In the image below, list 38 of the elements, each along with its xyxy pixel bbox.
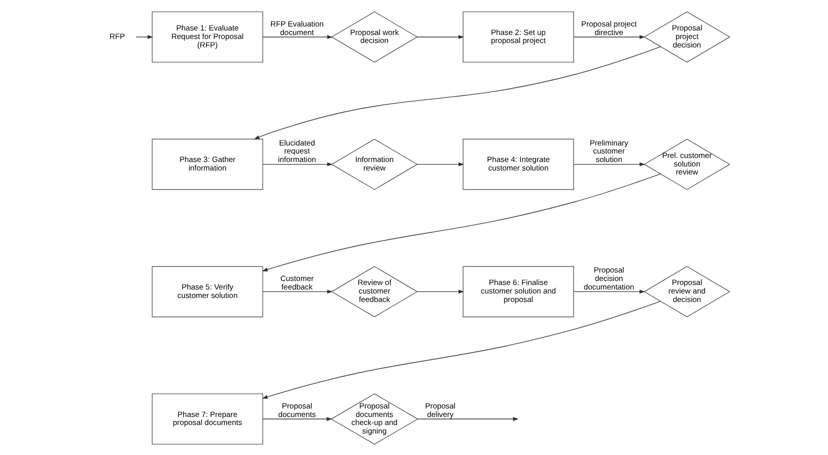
arrow xyxy=(416,34,464,38)
arrow xyxy=(417,416,519,420)
edge-label: Proposal decision documentation xyxy=(584,265,634,291)
node-box: Phase 7: Prepare proposal documents xyxy=(152,392,264,444)
node-diamond: Prel. customer solution review xyxy=(644,138,730,190)
arrow xyxy=(136,34,154,38)
node-box: Phase 2: Set up proposal project xyxy=(462,10,574,62)
node-box: Phase 6: Finalise customer solution and proposal xyxy=(462,266,574,317)
arrow xyxy=(254,46,661,139)
edge-label: Preliminary customer solution xyxy=(590,138,628,164)
arrow xyxy=(573,34,646,38)
node-diamond: Review of customer feedback xyxy=(331,266,418,317)
edge-label: Proposal documents xyxy=(278,400,316,418)
edge-label: Elucidated request information xyxy=(278,138,316,164)
edge-label: RFP Evaluation document xyxy=(270,18,324,36)
edge-label: Proposal delivery xyxy=(425,400,456,418)
arrow xyxy=(573,289,646,294)
node-box: Phase 4: Integrate customer solution xyxy=(462,138,574,190)
arrow xyxy=(416,162,464,166)
edge-label: Proposal project directive xyxy=(581,18,637,36)
arrow xyxy=(262,162,333,166)
arrow xyxy=(262,416,332,420)
arrow xyxy=(573,162,646,166)
arrow xyxy=(262,34,333,38)
arrow xyxy=(262,300,661,398)
node-text: RFP xyxy=(110,31,125,40)
node-diamond: Information review xyxy=(331,138,418,190)
node-box: Phase 1: Evaluate Request for Proposal (RFP) xyxy=(152,10,264,62)
node-box: Phase 3: Gather information xyxy=(152,138,264,190)
arrow xyxy=(262,173,661,271)
node-box: Phase 5: Verify customer solution xyxy=(152,266,264,317)
edge-label: Customer feedback xyxy=(280,274,314,291)
node-diamond: Proposal work decision xyxy=(331,10,418,62)
arrow xyxy=(416,289,464,294)
arrow xyxy=(262,289,333,294)
node-diamond: Proposal documents check-up and signing xyxy=(330,392,418,444)
node-diamond: Proposal review and decision xyxy=(644,266,730,317)
node-diamond: Proposal project decision xyxy=(644,10,730,62)
